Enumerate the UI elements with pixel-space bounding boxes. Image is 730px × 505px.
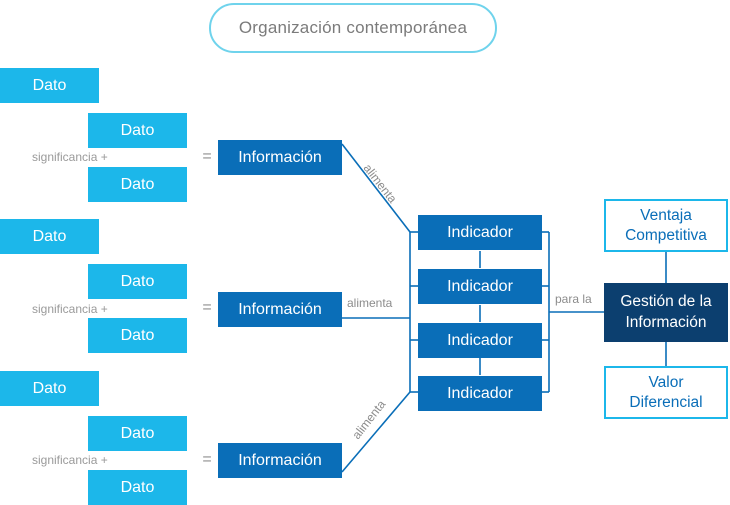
equals-sign: = bbox=[202, 451, 212, 468]
ventaja-line1: Ventaja bbox=[640, 207, 692, 225]
informacion-box: Información bbox=[218, 443, 342, 478]
page-title: Organización contemporánea bbox=[209, 3, 497, 53]
indicador-box: Indicador bbox=[418, 215, 542, 250]
ventaja-line2: Competitiva bbox=[625, 226, 707, 244]
significancia-label: significancia + bbox=[32, 302, 108, 316]
dato-box: Dato bbox=[88, 470, 187, 505]
connector-line-1 bbox=[341, 143, 411, 233]
equals-sign: = bbox=[202, 299, 212, 316]
informacion-box: Información bbox=[218, 292, 342, 327]
connector-line-3 bbox=[341, 391, 411, 473]
indicador-box: Indicador bbox=[418, 269, 542, 304]
connector-label-2: alimenta bbox=[347, 296, 393, 310]
indicador-box: Indicador bbox=[418, 376, 542, 411]
connector-label-1: alimenta bbox=[361, 161, 400, 206]
significancia-label: significancia + bbox=[32, 453, 108, 467]
dato-box: Dato bbox=[88, 264, 187, 299]
para-la-label: para la bbox=[555, 292, 592, 306]
connector-label-3: alimenta bbox=[349, 397, 388, 442]
dato-box: Dato bbox=[0, 219, 99, 254]
ventaja-competitiva-box: Ventaja Competitiva bbox=[604, 199, 728, 252]
indicador-box: Indicador bbox=[418, 323, 542, 358]
equals-sign: = bbox=[202, 148, 212, 165]
dato-box: Dato bbox=[0, 68, 99, 103]
valor-diferencial-box: Valor Diferencial bbox=[604, 366, 728, 419]
dato-box: Dato bbox=[88, 113, 187, 148]
dato-box: Dato bbox=[88, 416, 187, 451]
gestion-line1: Gestión de la bbox=[620, 292, 712, 310]
valor-line2: Diferencial bbox=[629, 393, 703, 411]
gestion-informacion-box: Gestión de la Información bbox=[604, 283, 728, 342]
valor-line1: Valor bbox=[648, 374, 684, 392]
gestion-line2: Información bbox=[625, 313, 707, 331]
informacion-box: Información bbox=[218, 140, 342, 175]
dato-box: Dato bbox=[0, 371, 99, 406]
dato-box: Dato bbox=[88, 318, 187, 353]
dato-box: Dato bbox=[88, 167, 187, 202]
significancia-label: significancia + bbox=[32, 150, 108, 164]
